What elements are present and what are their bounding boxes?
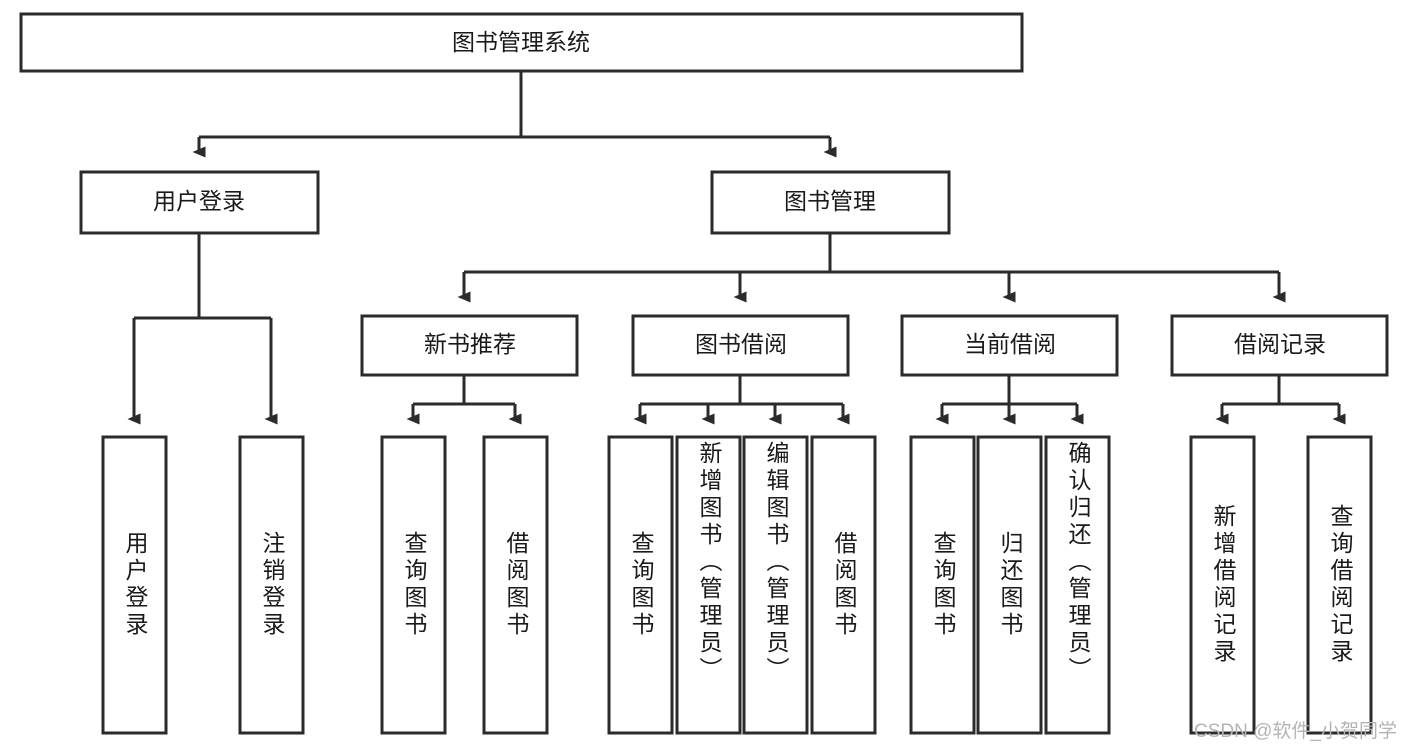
- node-book-borrow-label: 图书借阅: [695, 331, 787, 357]
- leaf-box-user-login-1[interactable]: [101, 435, 168, 735]
- node-current-borrow[interactable]: 当前借阅: [900, 314, 1119, 377]
- leaf-box-book-borrow-2[interactable]: [675, 435, 742, 735]
- leaf-box-book-borrow-1[interactable]: [607, 435, 674, 735]
- node-new-book-recommend[interactable]: 新书推荐: [360, 314, 579, 377]
- node-book-borrow[interactable]: 图书借阅: [631, 314, 850, 377]
- watermark-text: CSDN @软件_小贺同学: [1194, 721, 1397, 742]
- node-new-book-recommend-label: 新书推荐: [424, 331, 516, 357]
- leaf-box-new-book-2[interactable]: [482, 435, 549, 735]
- node-root[interactable]: 图书管理系统: [19, 12, 1024, 73]
- node-borrow-record-box[interactable]: [1170, 314, 1389, 377]
- leaf-box-book-borrow-3[interactable]: [742, 435, 809, 735]
- leaf-box-borrow-record-2[interactable]: [1306, 435, 1373, 735]
- leaf-box-user-login-2[interactable]: [238, 435, 305, 735]
- leaf-box-current-borrow-1[interactable]: [909, 435, 976, 735]
- node-user-login-box[interactable]: [79, 170, 320, 235]
- node-borrow-record[interactable]: 借阅记录: [1170, 314, 1389, 377]
- node-borrow-record-label: 借阅记录: [1234, 331, 1326, 357]
- node-book-manage-label: 图书管理: [784, 188, 876, 214]
- node-root-label: 图书管理系统: [452, 29, 590, 55]
- node-current-borrow-box[interactable]: [900, 314, 1119, 377]
- node-book-borrow-box[interactable]: [631, 314, 850, 377]
- leaf-box-book-borrow-4[interactable]: [810, 435, 877, 735]
- leaf-box-current-borrow-2[interactable]: [976, 435, 1043, 735]
- leaf-box-new-book-1[interactable]: [380, 435, 447, 735]
- node-current-borrow-label: 当前借阅: [964, 331, 1056, 357]
- leaf-box-current-borrow-3[interactable]: [1044, 435, 1111, 735]
- node-book-manage[interactable]: 图书管理: [710, 170, 951, 235]
- node-user-login[interactable]: 用户登录: [79, 170, 320, 235]
- node-new-book-recommend-box[interactable]: [360, 314, 579, 377]
- node-root-box[interactable]: [19, 12, 1024, 73]
- leaf-box-borrow-record-1[interactable]: [1189, 435, 1256, 735]
- node-user-login-label: 用户登录: [153, 188, 245, 214]
- node-book-manage-box[interactable]: [710, 170, 951, 235]
- connector-group: [127, 72, 1346, 425]
